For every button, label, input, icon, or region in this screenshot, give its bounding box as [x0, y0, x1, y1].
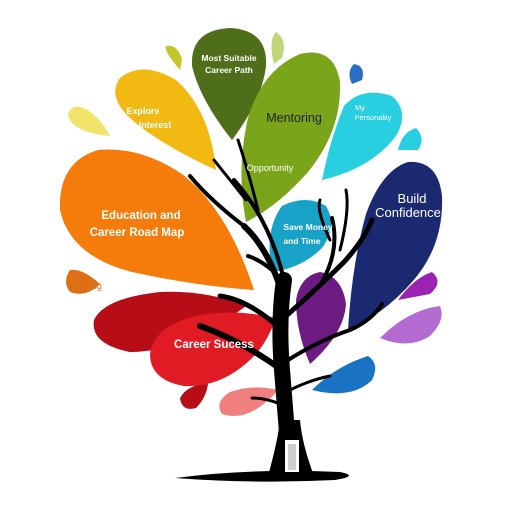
leaf-small-cyan	[398, 128, 422, 150]
ground	[175, 470, 349, 482]
label-education-1: Education and	[101, 210, 180, 222]
leaf-small-orange	[66, 269, 100, 294]
label-explore-2: Interest	[139, 120, 172, 130]
leaf-dark-red	[93, 291, 247, 352]
label-most-suitable-1: Most Suitable	[201, 53, 257, 63]
leaf-most-suitable	[191, 28, 267, 140]
leaf-explore	[115, 69, 216, 170]
label-my-personality-1: My	[355, 103, 365, 112]
leaf-small-lime-left	[165, 45, 182, 70]
leaf-blue-bottom	[312, 356, 376, 394]
leaf-small-blue-top	[349, 64, 363, 84]
leaf-build-confidence	[348, 161, 443, 330]
label-opportunity: Opportunity	[247, 163, 294, 173]
label-build-1: Build	[398, 191, 427, 206]
label-save-money-1: Save Money	[283, 222, 332, 232]
label-career-success: Career Sucess	[174, 339, 254, 351]
label-education-2: Career Road Map	[90, 227, 185, 239]
tree-trunk	[188, 138, 384, 478]
leaf-career-success	[150, 312, 276, 387]
leaf-my-personality	[322, 92, 403, 180]
leaf-lavender	[380, 306, 442, 344]
label-explore-1: Explore	[126, 106, 159, 116]
leaf-pink	[219, 387, 278, 416]
leaf-small-violet	[398, 272, 438, 300]
leaf-save-money	[269, 200, 332, 272]
leaf-small-lime-right	[271, 32, 284, 64]
label-my-personality-2: Personality	[354, 113, 391, 122]
leaf-education	[59, 149, 255, 290]
leaf-small-red	[180, 384, 208, 409]
label-save-money-2: and Time	[283, 236, 320, 246]
leaf-mentoring	[241, 52, 341, 222]
label-build-2: Confidence	[375, 205, 441, 220]
label-most-suitable-2: Career Path	[205, 65, 253, 75]
tree-door-panel	[288, 444, 296, 470]
label-mentoring: Mentoring	[266, 111, 322, 125]
leaf-small-yellow	[68, 106, 110, 136]
label-training: Training	[68, 281, 102, 292]
